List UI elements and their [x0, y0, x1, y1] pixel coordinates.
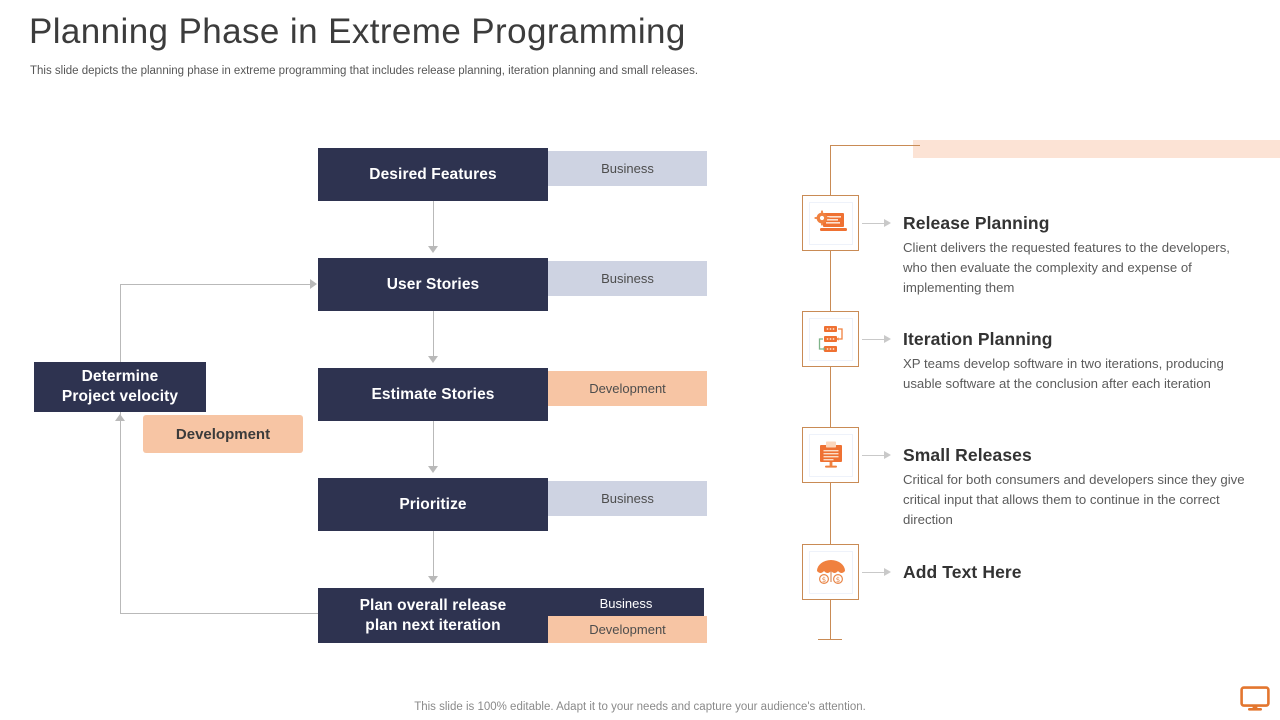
- timeline-arrow-small-releases: [884, 451, 891, 459]
- monitor-document-icon: [808, 433, 853, 477]
- timeline-connector-small-releases: [862, 455, 884, 456]
- flow-node-desired-features[interactable]: Desired Features: [318, 148, 548, 201]
- flow-tag-determine-velocity: Development: [143, 415, 303, 453]
- timeline-panel: Release Planning Client delivers the req…: [790, 120, 1280, 660]
- flow-node-estimate-stories[interactable]: Estimate Stories: [318, 368, 548, 421]
- flow-tag-plan-business: Business: [599, 595, 653, 611]
- arrow-feedback-to-user-stories: [310, 279, 317, 289]
- page-subtitle: This slide depicts the planning phase in…: [30, 65, 699, 77]
- svg-text:$: $: [835, 576, 839, 584]
- flow-tag-estimate-stories: Development: [548, 371, 707, 406]
- connector-feedback-top: [120, 284, 310, 285]
- determine-velocity-line2: Project velocity: [61, 388, 179, 405]
- arrow-desired-to-user: [428, 246, 438, 253]
- timeline-icon-box-release-planning[interactable]: [802, 195, 859, 251]
- arrow-prioritize-to-plan: [428, 576, 438, 583]
- page-title: Planning Phase in Extreme Programming: [29, 12, 686, 51]
- flow-node-plan-overall-release[interactable]: Plan overall release plan next iteration: [318, 588, 704, 643]
- timeline-connector-release-planning: [862, 223, 884, 224]
- timeline-connector-iteration-planning: [862, 339, 884, 340]
- timeline-desc-small-releases: Critical for both consumers and develope…: [903, 472, 1245, 528]
- determine-velocity-line1: Determine: [81, 368, 159, 386]
- timeline-title-small-releases: Small Releases: [903, 445, 1032, 465]
- flow-node-prioritize[interactable]: Prioritize: [318, 478, 548, 531]
- timeline-arrow-release-planning: [884, 219, 891, 227]
- connector-desired-to-user: [433, 201, 434, 247]
- connector-feedback-bottom: [120, 613, 320, 614]
- timeline-title-release-planning: Release Planning: [903, 213, 1050, 233]
- timeline-arrow-iteration-planning: [884, 335, 891, 343]
- rail-top-horizontal: [830, 145, 920, 146]
- timeline-desc-iteration-planning: XP teams develop software in two iterati…: [903, 356, 1224, 392]
- connector-prioritize-to-plan: [433, 531, 434, 577]
- flow-tag-plan-development: Development: [548, 616, 707, 643]
- rail-vertical: [830, 145, 832, 640]
- timeline-arrow-add-text-here: [884, 568, 891, 576]
- arrow-estimate-to-prioritize: [428, 466, 438, 473]
- flow-node-user-stories[interactable]: User Stories: [318, 258, 548, 311]
- connector-user-to-estimate: [433, 311, 434, 357]
- arrow-user-to-estimate: [428, 356, 438, 363]
- timeline-title-iteration-planning: Iteration Planning: [903, 329, 1053, 349]
- footer-note: This slide is 100% editable. Adapt it to…: [414, 701, 866, 713]
- timeline-connector-add-text-here: [862, 572, 884, 573]
- flow-tag-desired-features: Business: [548, 151, 707, 186]
- monitor-logo-icon: [1240, 686, 1270, 712]
- connector-estimate-to-prioritize: [433, 421, 434, 467]
- flow-node-determine-project-velocity[interactable]: Determine Project velocity: [34, 362, 206, 412]
- timeline-icon-box-add-text-here[interactable]: $ $: [802, 544, 859, 600]
- flow-tag-prioritize: Business: [548, 481, 707, 516]
- laptop-gear-icon: [808, 201, 853, 245]
- iteration-flow-icon: [808, 317, 853, 361]
- flow-chart-panel: Desired Features Business User Stories B…: [34, 148, 707, 643]
- timeline-title-add-text-here: Add Text Here: [903, 562, 1022, 582]
- svg-text:$: $: [821, 576, 825, 584]
- peach-accent-banner: [913, 140, 1280, 158]
- timeline-icon-box-small-releases[interactable]: [802, 427, 859, 483]
- flow-node-plan-overall-release-label: Plan overall release plan next iteration: [359, 596, 507, 634]
- timeline-icon-box-iteration-planning[interactable]: [802, 311, 859, 367]
- arrow-into-determine-velocity: [115, 414, 125, 421]
- timeline-desc-release-planning: Client delivers the requested features t…: [903, 240, 1230, 296]
- umbrella-coins-icon: $ $: [808, 550, 853, 594]
- rail-bottom-tick: [818, 639, 842, 641]
- connector-feedback-riser: [120, 284, 121, 614]
- flow-tag-user-stories: Business: [548, 261, 707, 296]
